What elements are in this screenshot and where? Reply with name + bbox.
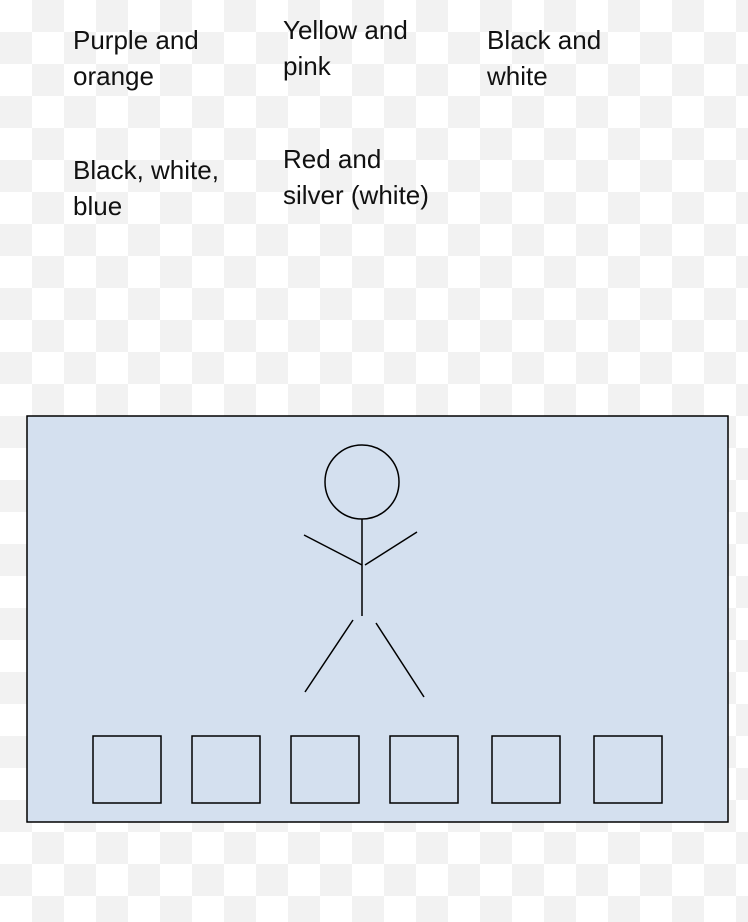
empty-box	[191, 735, 261, 804]
color-label-line: pink	[283, 51, 331, 81]
stick-figure-right-leg	[375, 622, 425, 698]
empty-box	[92, 735, 162, 804]
color-label-line: Purple and	[73, 25, 199, 55]
empty-box	[491, 735, 561, 804]
scene-panel	[26, 415, 729, 823]
color-label-line: blue	[73, 191, 123, 221]
stick-figure-left-arm	[303, 534, 363, 566]
color-label-line: Red and	[283, 144, 382, 174]
color-label-line: orange	[73, 61, 154, 91]
color-label-line: Black, white,	[73, 155, 219, 185]
stick-figure-left-leg	[304, 619, 354, 693]
empty-box	[389, 735, 459, 804]
empty-box	[290, 735, 360, 804]
empty-box	[593, 735, 663, 804]
stick-figure	[303, 444, 425, 698]
color-label-red-silver: Red and silver (white)	[283, 141, 473, 213]
stick-figure-right-arm	[364, 531, 418, 566]
color-label-line: white	[487, 61, 548, 91]
color-label-yellow-pink: Yellow and pink	[283, 12, 453, 84]
box-row	[92, 735, 663, 804]
color-label-black-white: Black and white	[487, 22, 637, 94]
color-label-line: Black and	[487, 25, 602, 55]
color-label-black-white-blue: Black, white, blue	[73, 152, 263, 224]
color-label-line: Yellow and	[283, 15, 408, 45]
color-label-line: silver (white)	[283, 180, 429, 210]
color-label-purple-orange: Purple and orange	[73, 22, 263, 94]
